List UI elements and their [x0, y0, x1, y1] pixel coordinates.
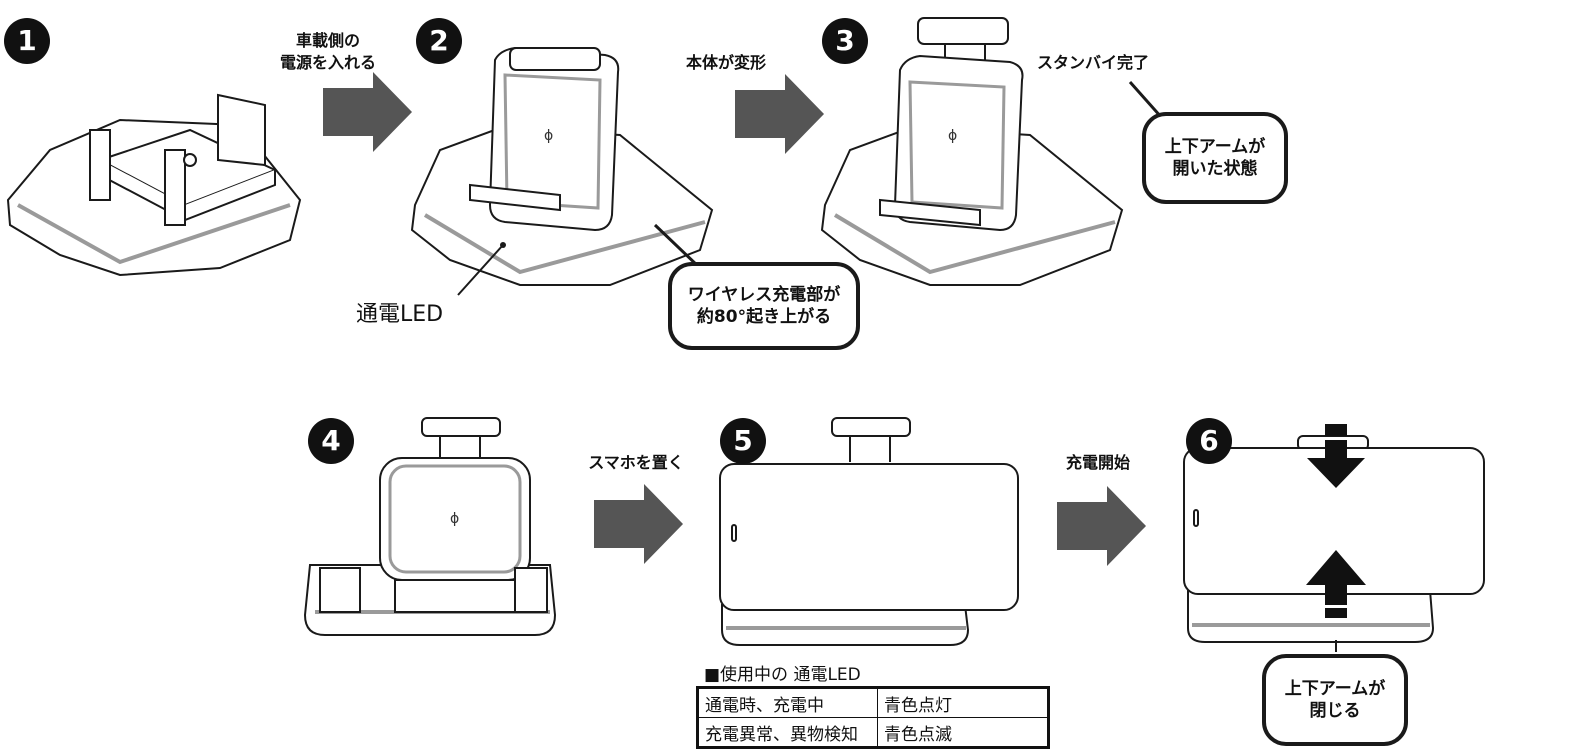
qi-logo-icon: ɸ: [544, 128, 553, 144]
right-arrow-icon: [594, 484, 683, 564]
action-label-standby: スタンバイ完了: [1036, 53, 1149, 72]
callout-line: 開いた状態: [1172, 159, 1258, 179]
callout-line: 上下アームが: [1164, 137, 1266, 157]
led-table-title: ■使用中の 通電LED: [704, 665, 861, 685]
table-row: 充電異常、異物検知 青色点滅: [697, 717, 1049, 748]
action-label-transform: 本体が変形: [685, 53, 766, 72]
right-arrow-icon: [735, 74, 824, 154]
action-label-line: 車載側の: [295, 31, 360, 50]
led-state-cell: 充電異常、異物検知: [697, 717, 878, 748]
step-number-badge: 3: [822, 18, 868, 64]
device-step2: [410, 46, 714, 286]
table-row: 通電時、充電中 青色点灯: [697, 687, 1049, 718]
led-indication-cell: 青色点滅: [877, 717, 1049, 748]
callout-line: 閉じる: [1309, 701, 1361, 721]
callout-line: 約80°起き上がる: [696, 307, 832, 327]
step-number-badge: 4: [308, 418, 354, 464]
step-number-badge: 5: [720, 418, 766, 464]
down-arrow-icon: [1307, 424, 1365, 488]
device-step3: [820, 17, 1124, 286]
action-label-power-on: 車載側の 電源を入れる: [248, 30, 408, 74]
device-step6: [1183, 435, 1485, 643]
step-number-badge: 1: [4, 18, 50, 64]
device-step5: [719, 417, 1019, 646]
action-label-place-phone: スマホを置く: [588, 453, 684, 472]
power-led-label: 通電LED: [356, 302, 444, 327]
action-label-charging-start: 充電開始: [1065, 453, 1130, 472]
callout-arms-open: 上下アームが 開いた状態: [1142, 112, 1288, 204]
led-status-table: 通電時、充電中 青色点灯 充電異常、異物検知 青色点滅: [696, 686, 1050, 749]
up-arrow-icon: [1306, 550, 1366, 618]
step-number-badge: 6: [1186, 418, 1232, 464]
callout-line: 上下アームが: [1284, 679, 1386, 699]
device-step4: [303, 417, 557, 636]
action-label-line: 電源を入れる: [279, 53, 376, 72]
device-step1: [6, 93, 302, 277]
callout-arms-close: 上下アームが 閉じる: [1262, 654, 1408, 746]
qi-logo-icon: ɸ: [450, 511, 459, 527]
step-number-badge: 2: [416, 18, 462, 64]
callout-wireless-raise: ワイヤレス充電部が 約80°起き上がる: [668, 262, 860, 350]
right-arrow-icon: [323, 72, 412, 152]
qi-logo-icon: ɸ: [948, 128, 957, 144]
led-indication-cell: 青色点灯: [877, 687, 1049, 718]
right-arrow-icon: [1057, 486, 1146, 566]
callout-line: ワイヤレス充電部が: [687, 285, 841, 305]
led-state-cell: 通電時、充電中: [697, 687, 878, 718]
